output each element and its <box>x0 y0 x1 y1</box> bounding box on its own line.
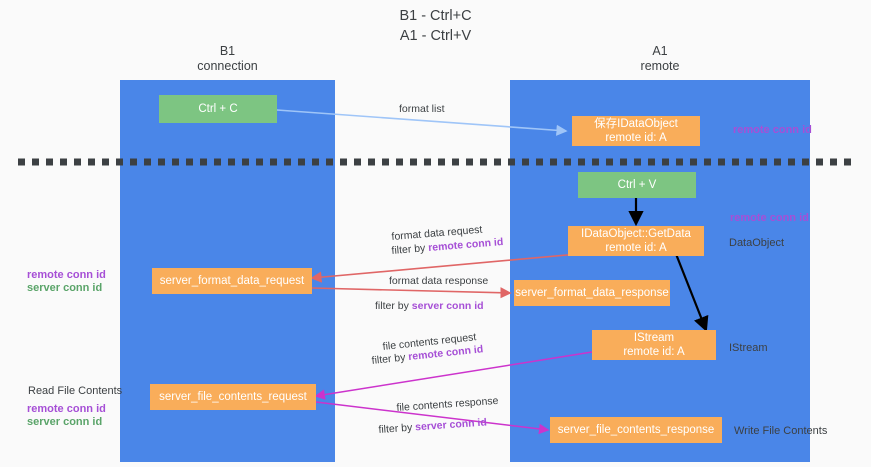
column-header-b1: B1 connection <box>120 44 335 74</box>
edge-label-format-list: format list <box>399 103 445 115</box>
node-server-file-contents-request-line-1: server_file_contents_request <box>159 391 307 403</box>
edge-label-file-contents-response-filter: filter by server conn id <box>378 415 487 437</box>
right-label-write-file-contents: Write File Contents <box>734 425 828 437</box>
node-idataobject-getdata-line-1: IDataObject::GetData <box>581 228 691 240</box>
right-label-remote-conn-id-top: remote conn id <box>733 124 812 136</box>
node-server-format-data-response-line-1: server_format_data_response <box>515 287 669 299</box>
node-server-file-contents-response[interactable]: server_file_contents_response <box>550 417 722 443</box>
column-a1-subtitle: remote <box>640 59 680 73</box>
node-ctrl-c[interactable]: Ctrl + C <box>159 95 277 123</box>
connector-format-data-response <box>311 287 512 299</box>
node-server-file-contents-response-line-1: server_file_contents_response <box>557 424 715 436</box>
edge-label-format-data-request-filter-prefix: filter by <box>391 242 429 257</box>
node-server-file-contents-request[interactable]: server_file_contents_request <box>150 384 316 410</box>
edge-label-file-contents-response: file contents response <box>396 394 499 414</box>
column-a1-title: A1 <box>652 44 668 58</box>
right-label-remote-conn-id-middle: remote conn id <box>730 212 809 224</box>
node-server-format-data-request-line-1: server_format_data_request <box>159 275 305 287</box>
page-title: B1 - Ctrl+C A1 - Ctrl+V <box>0 6 871 46</box>
left-label-remote-conn-id-middle: remote conn id <box>27 269 106 281</box>
column-b1-subtitle: connection <box>197 59 258 73</box>
node-save-idataobject-line-2: remote id: A <box>605 132 667 144</box>
node-ctrl-v[interactable]: Ctrl + V <box>578 172 696 198</box>
edge-label-format-data-response-filter-prefix: filter by <box>375 300 412 312</box>
node-ctrl-v-line-1: Ctrl + V <box>617 179 657 191</box>
node-server-format-data-request[interactable]: server_format_data_request <box>152 268 312 294</box>
node-server-format-data-response[interactable]: server_format_data_response <box>514 280 670 306</box>
edge-label-file-contents-response-filter-prefix: filter by <box>378 421 416 436</box>
edge-label-file-contents-response-filter-accent: server conn id <box>414 416 488 434</box>
right-label-istream: IStream <box>729 342 768 354</box>
edge-label-format-data-response-filter: filter by server conn id <box>375 299 484 313</box>
node-save-idataobject[interactable]: 保存IDataObject remote id: A <box>572 116 700 146</box>
left-label-remote-conn-id-low: remote conn id <box>27 403 106 415</box>
node-ctrl-c-line-1: Ctrl + C <box>198 103 238 115</box>
edge-label-format-data-response-filter-accent: server conn id <box>411 300 484 312</box>
left-label-read-file-contents: Read File Contents <box>28 385 123 397</box>
node-idataobject-getdata-line-2: remote id: A <box>605 242 667 254</box>
node-istream[interactable]: IStream remote id: A <box>592 330 716 360</box>
left-label-server-conn-id-middle: server conn id <box>27 282 103 294</box>
node-idataobject-getdata[interactable]: IDataObject::GetData remote id: A <box>568 226 704 256</box>
title-line-2: A1 - Ctrl+V <box>399 28 472 44</box>
edge-label-format-data-response: format data response <box>389 275 489 287</box>
left-label-server-conn-id-low: server conn id <box>27 416 103 428</box>
column-header-a1: A1 remote <box>510 44 810 74</box>
node-istream-line-1: IStream <box>633 332 675 344</box>
column-b1-title: B1 <box>219 44 236 58</box>
title-line-1: B1 - Ctrl+C <box>399 8 472 24</box>
node-save-idataobject-line-1: 保存IDataObject <box>594 118 678 130</box>
edge-label-file-contents-request-filter-prefix: filter by <box>371 351 409 367</box>
right-label-dataobject: DataObject <box>729 237 785 249</box>
node-istream-line-2: remote id: A <box>623 346 685 358</box>
